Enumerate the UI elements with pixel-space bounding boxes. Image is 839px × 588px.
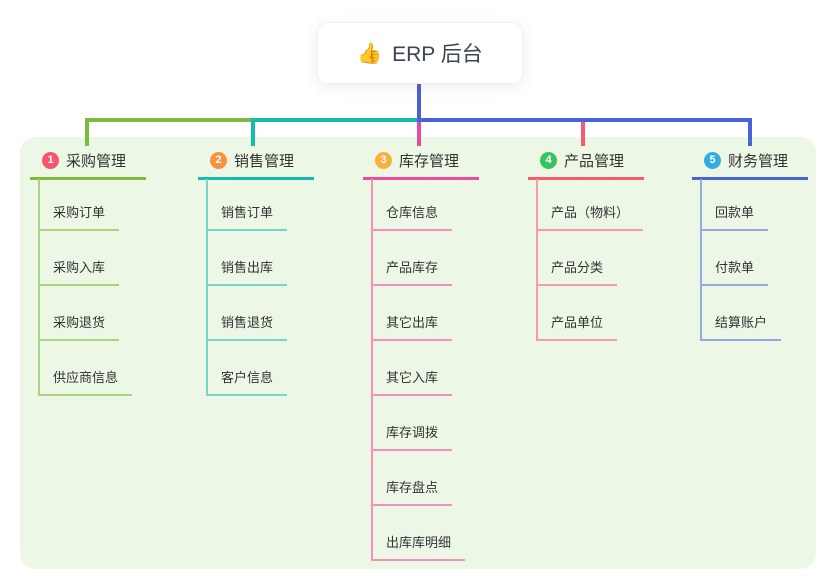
child-node[interactable]: 结算账户 — [700, 312, 782, 341]
thumbs-up-icon: 👍 — [357, 42, 383, 65]
branch-header-purchase[interactable]: 1 采购管理 — [30, 150, 146, 180]
branch-panel — [20, 137, 816, 569]
child-node[interactable]: 产品单位 — [536, 312, 618, 341]
connector-root-stem — [417, 84, 421, 122]
child-node[interactable]: 销售退货 — [206, 312, 288, 341]
child-node[interactable]: 库存盘点 — [371, 477, 453, 506]
branch-connector-line — [536, 179, 538, 341]
number-badge: 5 — [704, 152, 721, 169]
child-node[interactable]: 仓库信息 — [371, 202, 453, 231]
branch-label: 库存管理 — [399, 153, 460, 170]
number-badge: 4 — [540, 152, 557, 169]
connector-drop-product — [581, 122, 585, 146]
connector-horizontal-finance — [417, 118, 752, 122]
number-badge: 2 — [210, 152, 227, 169]
child-node[interactable]: 回款单 — [700, 202, 769, 231]
branch-connector-line — [371, 179, 373, 561]
number-badge: 3 — [375, 152, 392, 169]
child-node[interactable]: 付款单 — [700, 257, 769, 286]
branch-connector-line — [700, 179, 702, 341]
root-node-label: ERP 后台 — [392, 43, 483, 66]
number-badge: 1 — [42, 152, 59, 169]
branch-header-product[interactable]: 4 产品管理 — [528, 150, 644, 180]
child-node[interactable]: 其它入库 — [371, 367, 453, 396]
branch-header-inventory[interactable]: 3 库存管理 — [363, 150, 479, 180]
child-node[interactable]: 采购入库 — [38, 257, 120, 286]
child-node[interactable]: 客户信息 — [206, 367, 288, 396]
child-node[interactable]: 产品（物料） — [536, 202, 644, 231]
connector-horizontal-sales — [253, 118, 417, 122]
branch-connector-line — [38, 179, 40, 396]
connector-horizontal-purchase — [87, 118, 253, 122]
branch-header-sales[interactable]: 2 销售管理 — [198, 150, 314, 180]
child-node[interactable]: 产品分类 — [536, 257, 618, 286]
child-node[interactable]: 采购订单 — [38, 202, 120, 231]
child-node[interactable]: 采购退货 — [38, 312, 120, 341]
connector-drop-finance — [748, 118, 752, 146]
child-node[interactable]: 销售出库 — [206, 257, 288, 286]
branch-connector-line — [206, 179, 208, 396]
child-node[interactable]: 其它出库 — [371, 312, 453, 341]
connector-drop-sales — [251, 118, 255, 146]
branch-label: 销售管理 — [234, 153, 295, 170]
child-node[interactable]: 库存调拨 — [371, 422, 453, 451]
branch-header-finance[interactable]: 5 财务管理 — [692, 150, 808, 180]
child-node[interactable]: 销售订单 — [206, 202, 288, 231]
connector-drop-purchase — [85, 118, 89, 146]
branch-label: 产品管理 — [564, 153, 625, 170]
root-node[interactable]: 👍 ERP 后台 — [317, 22, 523, 84]
child-node[interactable]: 供应商信息 — [38, 367, 133, 396]
branch-label: 财务管理 — [728, 153, 789, 170]
connector-drop-inventory — [417, 122, 421, 146]
branch-label: 采购管理 — [66, 153, 127, 170]
child-node[interactable]: 出库库明细 — [371, 532, 466, 561]
child-node[interactable]: 产品库存 — [371, 257, 453, 286]
